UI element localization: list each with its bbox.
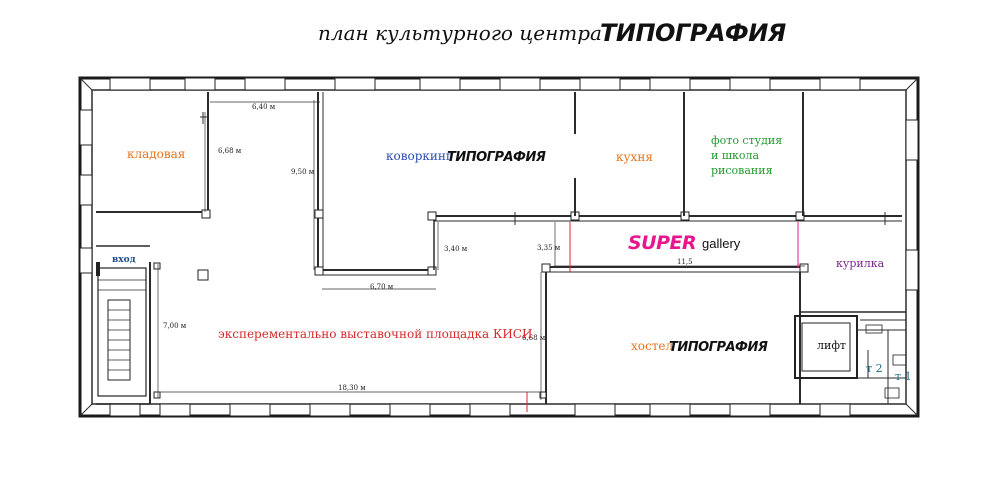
room-photo-line1: фото студия	[711, 134, 782, 147]
room-photo-line2: и школа	[711, 149, 760, 162]
dim-6-68-storage: 6,68 м	[218, 147, 242, 155]
room-storage-label: кладовая	[127, 147, 185, 161]
dim-3-35: 3,35 м	[537, 244, 561, 252]
entrance-label: вход	[112, 255, 136, 265]
dim-9-50: 9,50 м	[291, 168, 315, 176]
super-label: SUPER	[628, 232, 696, 254]
dim-11-5: 11,5	[677, 258, 693, 266]
pillars	[153, 262, 547, 399]
plan-title-brand: ТИПОГРАФИЯ	[600, 19, 786, 47]
windows-right	[905, 119, 919, 291]
dim-7-00: 7,00 м	[163, 322, 187, 330]
dim-18-30: 18,30 м	[338, 384, 366, 392]
room-kitchen-label: кухня	[616, 150, 653, 164]
dim-6-70: 6,70 м	[370, 283, 394, 291]
outer-walls	[78, 76, 920, 418]
room-hostel-label: хостел	[631, 339, 673, 353]
room-wc1-label: т 1	[895, 370, 912, 383]
room-exhibition-label: эксперементально выставочной площадка КИ…	[218, 327, 532, 341]
room-elevator-label: лифт	[817, 339, 846, 352]
windows-bottom	[109, 403, 851, 417]
room-wc2-label: т 2	[866, 362, 883, 375]
dim-6-40: 6,40 м	[252, 103, 276, 111]
room-photo-line3: рисования	[711, 164, 773, 177]
interior-walls	[96, 92, 907, 405]
dimension-lines	[157, 100, 805, 400]
room-smoking-label: курилка	[836, 257, 885, 270]
windows-left	[79, 109, 93, 274]
hostel-brand: ТИПОГРАФИЯ	[669, 340, 768, 355]
plan-title: план культурного центра	[318, 21, 602, 45]
colored-markers	[526, 222, 799, 412]
dim-3-40: 3,40 м	[444, 245, 468, 253]
coworking-brand: ТИПОГРАФИЯ	[447, 150, 546, 165]
room-coworking-label: коворкинг	[386, 149, 452, 163]
windows-top	[109, 77, 861, 91]
gallery-label: gallery	[702, 236, 741, 251]
dim-6-68-hostel: 6,68 м	[522, 334, 546, 342]
